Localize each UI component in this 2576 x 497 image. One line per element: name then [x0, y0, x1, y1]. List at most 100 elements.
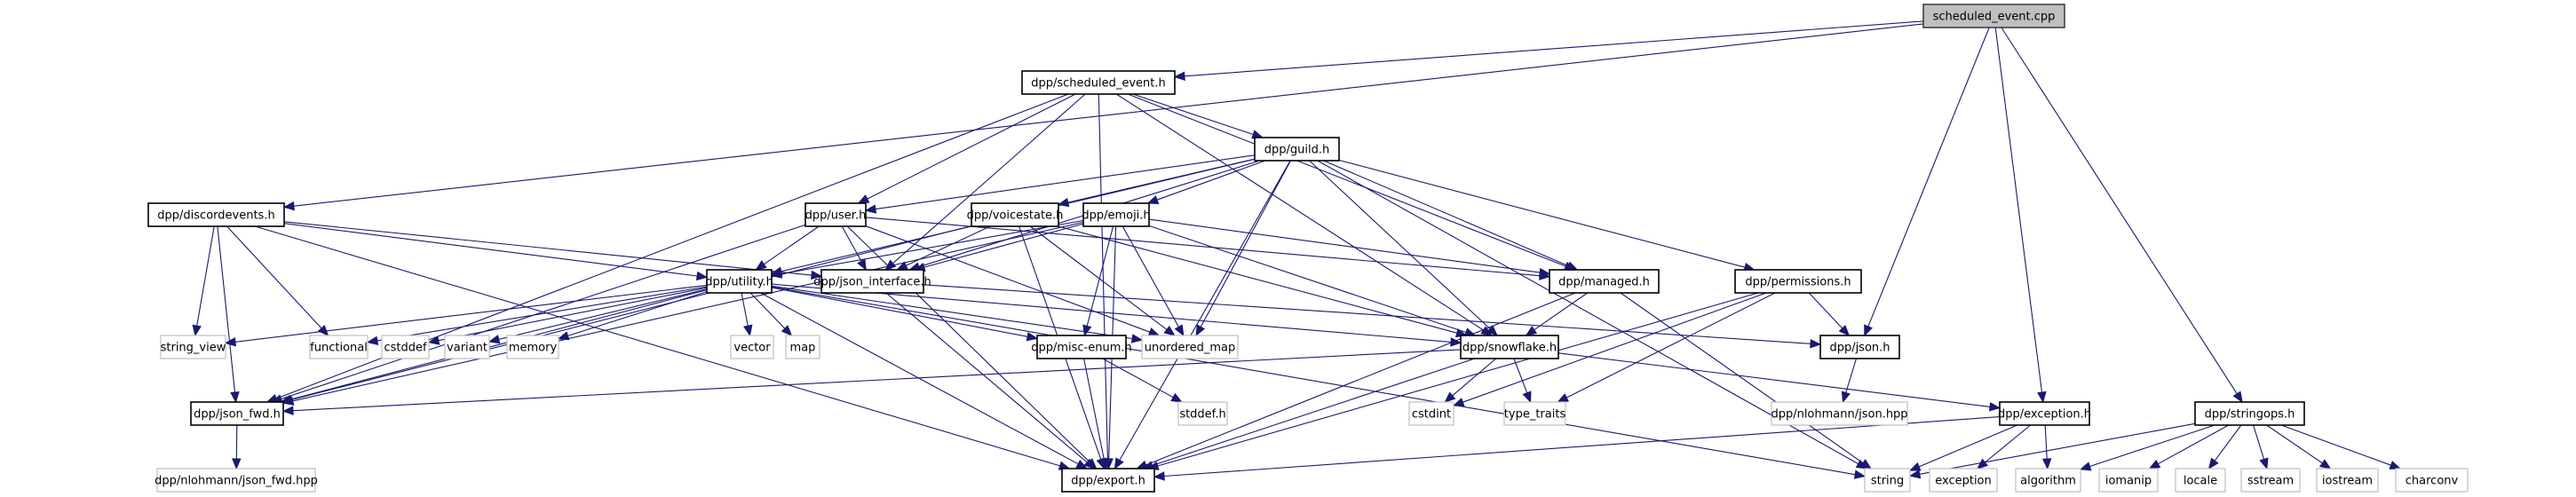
arrowhead-icon-user_h [864, 204, 877, 214]
arrowhead-icon-memory [557, 331, 570, 341]
arrowhead-icon-misc_enum_h [1082, 324, 1092, 337]
node-box[interactable] [971, 202, 1059, 227]
node-cpp[interactable]: scheduled_event.cpp [1922, 4, 2065, 28]
node-functional: functional [309, 335, 369, 359]
node-label: map [790, 342, 816, 355]
node-label: memory [509, 342, 558, 355]
arrowhead-icon-utility_h [755, 260, 767, 271]
edge-discordevents_h-to-utility_h [283, 223, 698, 277]
node-json-fwd-h[interactable]: dpp/json_fwd.h [190, 401, 284, 426]
node-box[interactable] [1999, 401, 2090, 426]
edge-user_h-to-managed_h [865, 217, 1541, 277]
edge-guild_h-to-export_h [1119, 160, 1291, 461]
node-box[interactable] [1460, 335, 1559, 359]
edge-utility_h-to-json_fwd_h [289, 289, 708, 400]
arrowhead-icon-map [781, 325, 793, 336]
node-box[interactable] [1819, 335, 1900, 359]
arrowhead-icon-variant [487, 335, 501, 344]
edge-stringops_h-to-string [1919, 422, 2196, 475]
node-type-traits: type_traits [1503, 401, 1566, 426]
node-algorithm: algorithm [2015, 468, 2081, 493]
edge-json_interface_h-to-export_h [885, 292, 1088, 463]
edge-user_h-to-json_fwd_h [281, 224, 806, 400]
arrowhead-icon-iostream [2318, 459, 2332, 469]
node-label: scheduled_event.cpp [1933, 11, 2056, 24]
edge-guild_h-to-snowflake_h [1309, 160, 1491, 329]
node-guild-h[interactable]: dpp/guild.h [1254, 137, 1340, 162]
node-box[interactable] [147, 202, 285, 227]
node-utility-h[interactable]: dpp/utility.h [705, 269, 773, 294]
node-emoji-h[interactable]: dpp/emoji.h [1082, 202, 1151, 227]
edge-managed_h-to-string [1620, 292, 1864, 464]
edge-snowflake_h-to-export_h [1152, 358, 1475, 467]
arrowhead-icon-string [1853, 469, 1867, 479]
edge-stringops_h-to-iostream [2266, 424, 2323, 464]
node-box[interactable] [1021, 70, 1176, 95]
node-voicestate-h[interactable]: dpp/voicestate.h [967, 202, 1064, 227]
arrowhead-icon-unordered_map [1174, 324, 1185, 337]
arrowhead-icon-scheduled_event_h [1173, 71, 1185, 82]
node-permissions-h[interactable]: dpp/permissions.h [1734, 269, 1862, 294]
node-exception-h[interactable]: dpp/exception.h [1998, 401, 2091, 426]
arrowhead-icon-string [1908, 469, 1922, 479]
node-box[interactable] [190, 401, 284, 426]
node-box[interactable] [1082, 202, 1150, 227]
node-box [1503, 401, 1566, 426]
edge-utility_h-to-map [749, 292, 786, 329]
arrowhead-icon-snowflake_h [1450, 337, 1462, 347]
node-json-interface-h[interactable]: dpp/json_interface.h [813, 269, 931, 294]
node-label: dpp/json.h [1829, 342, 1890, 355]
node-unordered-map: unordered_map [1141, 335, 1239, 359]
node-managed-h[interactable]: dpp/managed.h [1549, 269, 1660, 294]
node-scheduled-event-h[interactable]: dpp/scheduled_event.h [1021, 70, 1176, 95]
node-box[interactable] [1734, 269, 1862, 294]
node-box[interactable] [805, 202, 867, 227]
edge-snowflake_h-to-exception_h [1557, 352, 1991, 407]
node-box[interactable] [1549, 269, 1660, 294]
node-exception: exception [1929, 468, 1998, 493]
arrowhead-icon-algorithm [2079, 462, 2092, 471]
node-box[interactable] [2194, 401, 2305, 426]
edge-emoji_h-to-json_fwd_h [292, 221, 1084, 402]
arrowhead-icon-json_h [1864, 324, 1873, 337]
arrowhead-icon-locale [2207, 457, 2219, 470]
node-export-h[interactable]: dpp/export.h [1061, 468, 1155, 493]
node-user-h[interactable]: dpp/user.h [805, 202, 867, 227]
node-box[interactable] [820, 269, 924, 294]
node-label: dpp/emoji.h [1082, 209, 1150, 223]
node-nlohmann-json-fwd-hpp: dpp/nlohmann/json_fwd.hpp [155, 468, 318, 493]
arrowhead-icon-type_traits [1522, 390, 1532, 404]
arrowhead-icon-emoji_h [1146, 195, 1160, 205]
node-label: dpp/misc-enum.h [1031, 342, 1132, 355]
edge-voicestate_h-to-snowflake_h [1058, 225, 1457, 334]
node-misc-enum-h[interactable]: dpp/misc-enum.h [1031, 335, 1132, 359]
node-snowflake-h[interactable]: dpp/snowflake.h [1460, 335, 1559, 359]
arrowhead-icon-type_traits [1557, 393, 1569, 403]
arrowhead-icon-charconv [2389, 461, 2402, 469]
arrowhead-icon-nlohmann_json_hpp [1841, 390, 1851, 404]
node-label: string [1871, 475, 1904, 488]
node-json-h[interactable]: dpp/json.h [1819, 335, 1900, 359]
node-box[interactable] [1254, 137, 1340, 162]
node-box[interactable] [1036, 335, 1127, 359]
node-box [2395, 468, 2469, 493]
node-label: dpp/user.h [805, 209, 867, 223]
node-label: stddef.h [1179, 408, 1225, 422]
node-box[interactable] [1061, 468, 1155, 493]
edge-guild_h-to-user_h [875, 154, 1256, 210]
node-stringops-h[interactable]: dpp/stringops.h [2194, 401, 2305, 426]
node-map: map [785, 335, 820, 359]
node-label: dpp/voicestate.h [967, 209, 1064, 223]
node-discordevents-h[interactable]: dpp/discordevents.h [147, 202, 285, 227]
node-box [730, 335, 774, 359]
edge-guild_h-to-managed_h [1323, 160, 1569, 267]
node-label: dpp/permissions.h [1745, 276, 1851, 289]
node-box[interactable] [1922, 4, 2065, 28]
edge-discordevents_h-to-string_view [196, 225, 215, 327]
arrowhead-icon-json_h [1838, 325, 1851, 336]
node-box[interactable] [706, 269, 773, 294]
edge-scheduled_event_h-to-guild_h [1132, 93, 1254, 136]
arrowhead-icon-cstddef [427, 335, 440, 345]
edge-scheduled_event_h-to-snowflake_h [1115, 93, 1484, 331]
edge-json_h-to-nlohmann_json_hpp [1845, 358, 1858, 393]
